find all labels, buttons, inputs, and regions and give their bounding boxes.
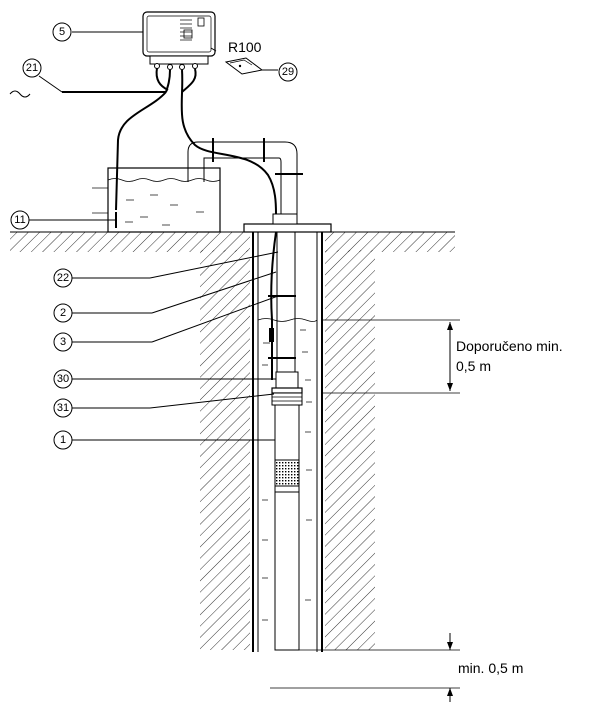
callout-31-label: 31 xyxy=(57,402,69,414)
callout-29-label: 29 xyxy=(282,66,294,78)
bottom-distance-label: min. 0,5 m xyxy=(458,660,523,676)
delivery-pipe xyxy=(187,138,303,214)
remote-label: R100 xyxy=(228,39,262,55)
callout-2-label: 2 xyxy=(60,307,66,319)
callout-11-label: 11 xyxy=(14,214,25,226)
callout-30-label: 30 xyxy=(57,373,69,385)
recommended-depth-label: Doporučeno min. xyxy=(456,338,563,354)
power-cable-in-well xyxy=(270,231,277,380)
callout-11: 11 xyxy=(10,210,116,230)
callout-1-label: 1 xyxy=(60,434,66,446)
callout-21-label: 21 xyxy=(26,62,38,74)
ground-right xyxy=(325,231,455,252)
remote-r100 xyxy=(224,57,264,75)
recommended-depth-value: 0,5 m xyxy=(456,358,491,374)
cable-clip xyxy=(269,328,274,342)
cables-from-box xyxy=(9,67,277,215)
well-head xyxy=(243,213,332,233)
dimension-recommended xyxy=(322,319,460,394)
water-tank xyxy=(92,167,221,233)
callout-31: 31 xyxy=(53,393,275,418)
riser-pipe xyxy=(276,232,296,392)
check-valve xyxy=(271,371,303,394)
dimension-bottom xyxy=(270,633,460,702)
ground-left xyxy=(10,231,250,252)
well-casing xyxy=(252,232,323,652)
callout-5: 5 xyxy=(52,22,143,42)
callout-22: 22 xyxy=(53,251,279,288)
callout-3-label: 3 xyxy=(60,336,66,348)
callout-29: 29 xyxy=(262,62,298,82)
control-box xyxy=(142,11,216,70)
borehole-wall-right xyxy=(325,250,375,650)
well-water-level xyxy=(257,318,318,621)
callout-21: 21 xyxy=(22,58,63,93)
callout-1: 1 xyxy=(53,430,275,450)
callout-5-label: 5 xyxy=(59,26,65,38)
callout-3: 3 xyxy=(53,295,279,352)
callout-30: 30 xyxy=(53,369,276,389)
submersible-pump xyxy=(271,392,303,651)
callout-2: 2 xyxy=(53,271,277,323)
callout-22-label: 22 xyxy=(57,272,69,284)
borehole-wall-left xyxy=(200,250,250,650)
